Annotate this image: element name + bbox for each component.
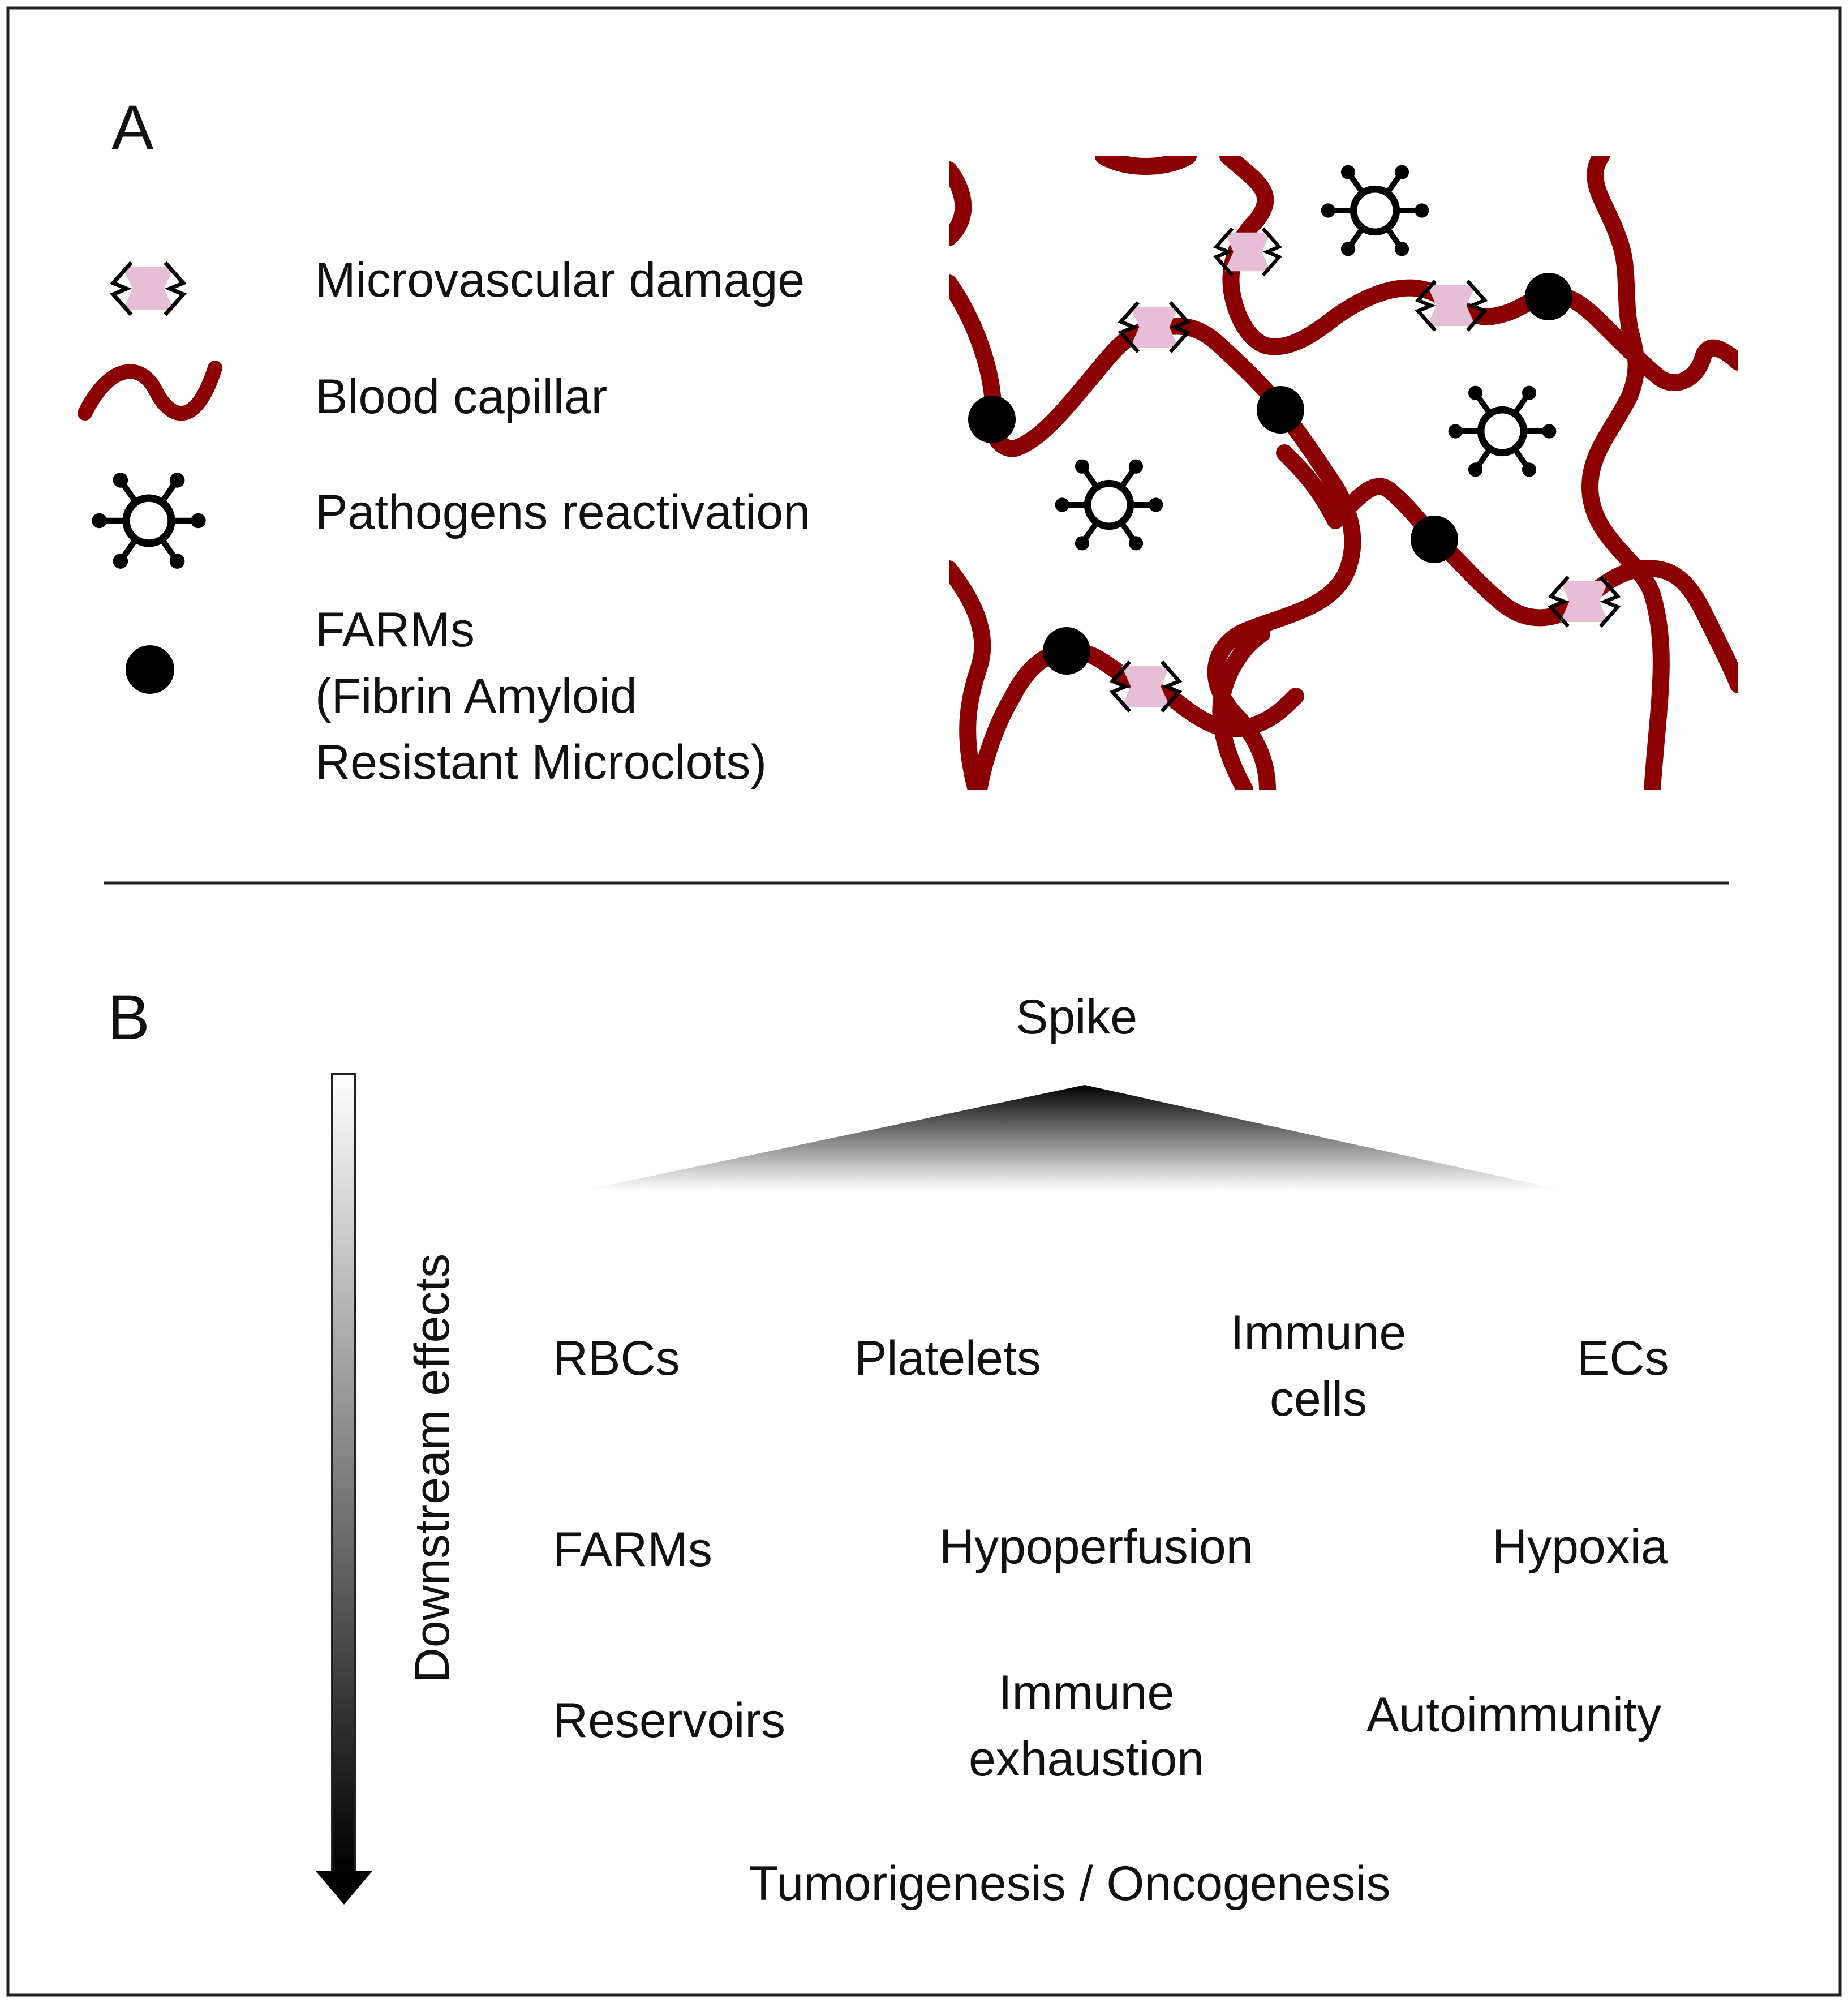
downstream-effects-label: Downstream effects [405, 1253, 459, 1683]
network-damage-1 [1118, 301, 1191, 353]
autoimmunity-label: Autoimmunity [1366, 1688, 1661, 1742]
rbcs-label: RBCs [553, 1331, 680, 1386]
microclot-icon [126, 645, 174, 694]
capillary-icon [78, 361, 222, 421]
legend-label-blood-capillar: Blood capillar [315, 370, 608, 424]
figure-frame [6, 6, 1842, 1997]
farms-label: FARMs [553, 1522, 712, 1577]
network-damage-2 [1213, 227, 1283, 277]
platelets-label: Platelets [854, 1331, 1041, 1386]
panel-b-letter: B [108, 982, 150, 1053]
panel-a-letter: A [111, 92, 154, 163]
network-pathogens [1055, 165, 1557, 551]
damage-shape [110, 261, 187, 316]
legend-label-pathogens-reactivation: Pathogens reactivation [315, 485, 810, 539]
network-damage-5 [1109, 660, 1183, 713]
immune-cells-line-2: cells [1269, 1372, 1368, 1426]
damage-icon [110, 261, 187, 316]
tumorigenesis-label: Tumorigenesis / Oncogenesis [749, 1856, 1391, 1911]
legend-label-farms: FARMs [315, 603, 475, 657]
reservoirs-label: Reservoirs [553, 1693, 785, 1748]
immune-cells-label: Immune cells [1200, 1300, 1437, 1432]
network-damage-3 [1415, 280, 1488, 332]
immune-exhaustion-label: Immune exhaustion [928, 1660, 1245, 1792]
spike-triangle [584, 1085, 1563, 1190]
spike-label: Spike [1016, 990, 1138, 1044]
network-damage-4 [1548, 576, 1621, 628]
immune-cells-line-1: Immune [1230, 1306, 1407, 1360]
network-pathogen-2 [1055, 459, 1163, 551]
immune-exhaustion-line-1: Immune [998, 1666, 1175, 1720]
capillary-network [949, 156, 1738, 790]
legend-label-microvascular-damage: Microvascular damage [315, 253, 805, 307]
hypoperfusion-label: Hypoperfusion [939, 1520, 1253, 1574]
ecs-label: ECs [1577, 1331, 1669, 1386]
pathogen-icon [92, 473, 206, 569]
hypoxia-label: Hypoxia [1492, 1520, 1668, 1574]
legend-label-farms-detail-1: (Fibrin Amyloid [315, 669, 637, 723]
downstream-arrow [316, 1073, 372, 1905]
legend-label-farms-detail-2: Resistant Microclots) [315, 735, 767, 790]
immune-exhaustion-line-2: exhaustion [969, 1732, 1204, 1786]
pathogen-shape [92, 473, 206, 569]
network-pathogen-1 [1321, 165, 1429, 256]
network-pathogen-3 [1448, 385, 1557, 477]
network-damage-markers [1109, 227, 1621, 713]
